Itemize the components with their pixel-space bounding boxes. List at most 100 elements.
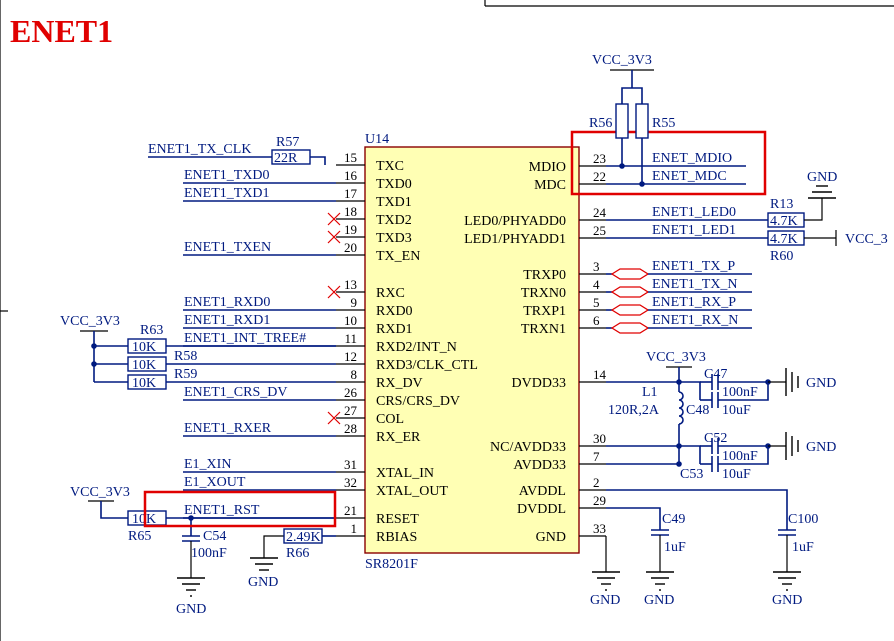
gnd-symbol-r13 [808, 185, 836, 199]
pin-name: RXD3/CLK_CTL [376, 358, 478, 373]
pin-name: TRXN0 [521, 286, 566, 301]
r59-value: 10K [132, 376, 156, 391]
c100-ref: C100 [788, 512, 818, 527]
pin-number: 2 [593, 475, 600, 490]
wire-r66-gnd [263, 535, 284, 558]
pin-name: DVDDL [517, 502, 566, 517]
highlight-mdio-mdc [570, 130, 767, 196]
net-label: ENET_MDIO [652, 151, 732, 166]
pin-name: TX_EN [376, 249, 420, 264]
c47-value: 100nF [722, 385, 758, 400]
pin-name: MDC [534, 178, 566, 193]
gnd-label-c49: GND [644, 593, 674, 608]
pin-name: LED0/PHYADD0 [464, 214, 566, 229]
c100-value: 1uF [792, 540, 814, 555]
pin-name: RBIAS [376, 530, 417, 545]
diff-pair-symbol [610, 268, 650, 280]
gnd-label-r13: GND [807, 170, 837, 185]
resistor-r56 [615, 103, 629, 139]
pin-name: RESET [376, 512, 419, 527]
r63-value: 10K [132, 340, 156, 355]
ic-pin-8: 8RX_DV [336, 367, 423, 391]
c52-value: 100nF [722, 449, 758, 464]
diff-pair-symbol [610, 304, 650, 316]
gnd-label-r66: GND [248, 575, 278, 590]
pin-name: TXD0 [376, 177, 412, 192]
c49-ref: C49 [662, 512, 685, 527]
wire [679, 445, 701, 464]
pin-number: 30 [593, 431, 606, 446]
gnd-label-c47: GND [806, 376, 836, 391]
ic-part: SR8201F [365, 557, 418, 572]
diff-pair-symbol [610, 286, 650, 298]
pin-number: 1 [351, 521, 358, 536]
pin-name: RXC [376, 286, 405, 301]
net-label: ENET1_RXD0 [184, 295, 270, 310]
vcc-label-r63: VCC_3V3 [60, 314, 120, 329]
pin-number: 16 [344, 168, 358, 183]
net-label: ENET1_RXD1 [184, 313, 270, 328]
r58-value: 10K [132, 358, 156, 373]
r63-ref: R63 [140, 323, 163, 338]
net-label: E1_XIN [184, 457, 231, 472]
pin-number: 19 [344, 222, 357, 237]
diff-pair-symbol [610, 322, 650, 334]
r66-value: 2.49K [286, 530, 321, 545]
wire-avddl [606, 489, 788, 530]
net-label: ENET1_TX_P [652, 259, 735, 274]
pin-name: TRXN1 [521, 322, 566, 337]
c54-ref: C54 [203, 529, 226, 544]
wire [718, 382, 769, 401]
gnd-symbol-c100 [773, 571, 801, 591]
c53-value: 10uF [722, 467, 751, 482]
c47-ref: C47 [704, 367, 727, 382]
pin-name: AVDD33 [513, 458, 566, 473]
pin-name: RXD2/INT_N [376, 340, 457, 355]
pin-number: 24 [593, 205, 607, 220]
r66-ref: R66 [286, 546, 309, 561]
gnd-label-ic: GND [590, 593, 620, 608]
pin-number: 28 [344, 421, 357, 436]
pin-number: 32 [344, 475, 357, 490]
pin-number: 33 [593, 521, 606, 536]
pin-name: RX_DV [376, 376, 423, 391]
vcc-label-r65: VCC_3V3 [70, 485, 130, 500]
gnd-symbol-c54 [177, 577, 205, 597]
pin-name: COL [376, 412, 404, 427]
pin-number: 25 [593, 223, 606, 238]
gnd-symbol-c52 [785, 432, 799, 460]
c48-value: 10uF [722, 403, 751, 418]
pin-name: TXD2 [376, 213, 412, 228]
pin-name: LED1/PHYADD1 [464, 232, 566, 247]
pin-name: TRXP0 [523, 268, 566, 283]
pin-number: 20 [344, 240, 357, 255]
pin-number: 26 [344, 385, 358, 400]
c52-ref: C52 [704, 431, 727, 446]
wire-r13-gnd [804, 198, 823, 221]
r13-ref: R13 [770, 197, 793, 212]
r57-ref: R57 [276, 135, 299, 150]
r57-value: 22R [274, 151, 298, 166]
gnd-symbol-c49 [646, 571, 674, 591]
gnd-label-c52: GND [806, 440, 836, 455]
pin-number: 8 [351, 367, 358, 382]
pin-name: TXD1 [376, 195, 412, 210]
pin-name: XTAL_OUT [376, 484, 448, 499]
net-label: ENET1_RST [184, 503, 260, 518]
pin-number: 31 [344, 457, 357, 472]
